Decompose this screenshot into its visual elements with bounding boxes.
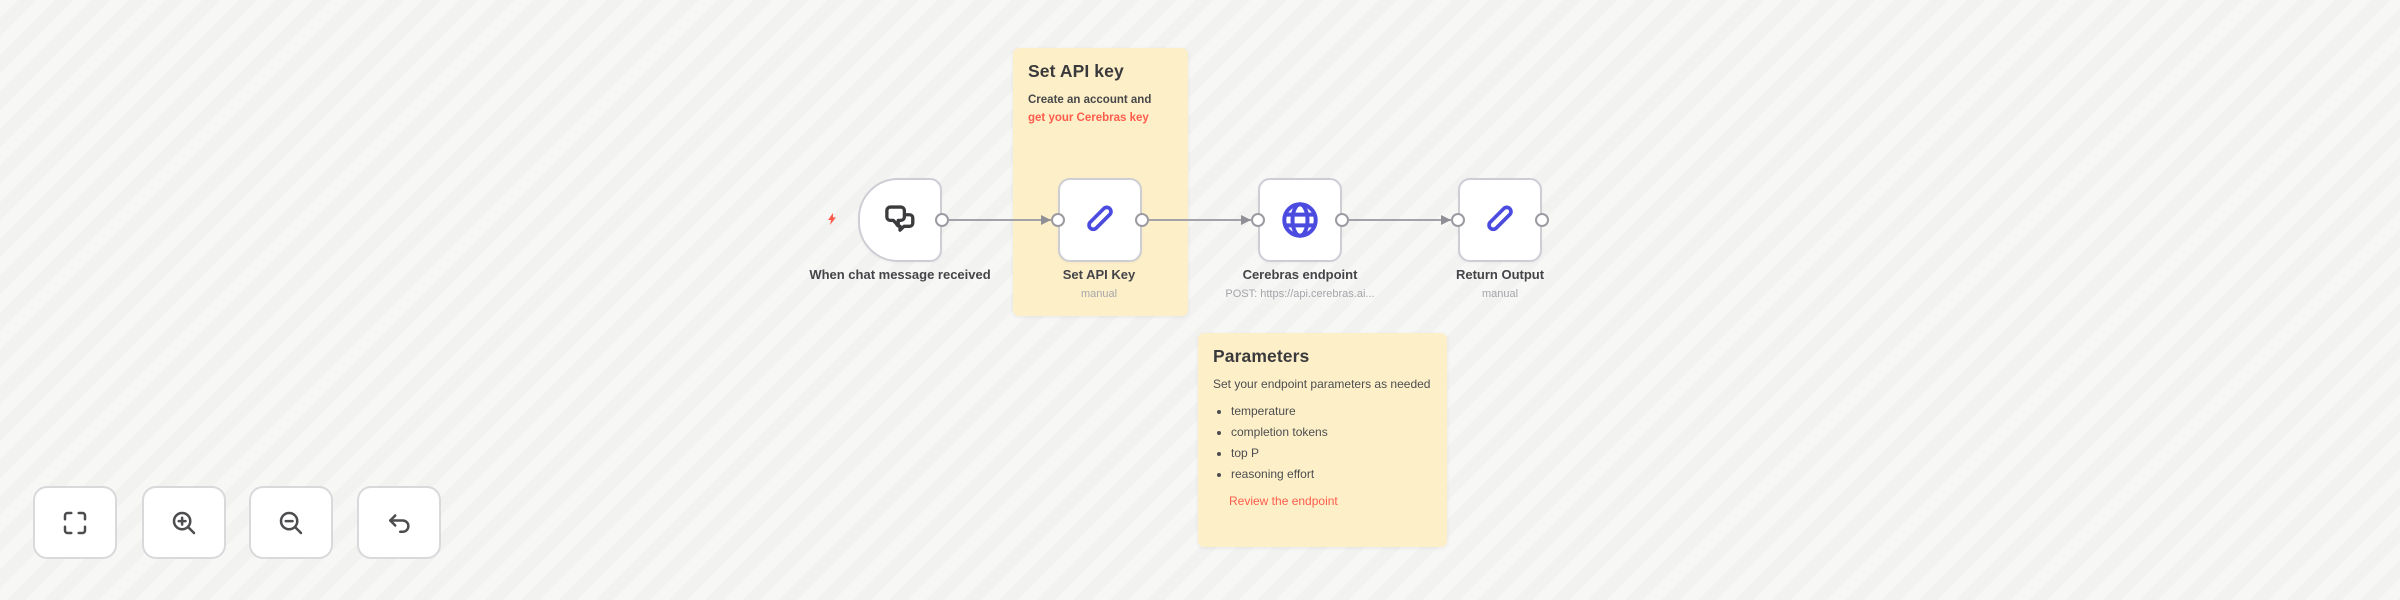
trigger-lightning-icon xyxy=(828,213,836,225)
node-sublabel: manual xyxy=(1080,287,1118,300)
sticky-note-set-api-key[interactable]: Set API key Create an account and get yo… xyxy=(1013,48,1188,316)
connection-endpoint-to-output[interactable] xyxy=(1342,219,1451,221)
list-item: temperature xyxy=(1231,404,1432,418)
node-label: Return Output xyxy=(1455,267,1545,282)
zoom-out-button[interactable] xyxy=(249,486,333,559)
node-sublabel: POST: https://api.cerebras.ai... xyxy=(1225,287,1375,300)
fit-view-button[interactable] xyxy=(33,486,117,559)
input-port[interactable] xyxy=(1251,213,1265,227)
sticky-title: Parameters xyxy=(1213,346,1310,366)
output-port[interactable] xyxy=(1535,213,1549,227)
node-set-api-key[interactable] xyxy=(1058,178,1142,262)
node-caption: When chat message received xyxy=(790,266,1010,285)
parameters-list: temperature completion tokens top P reas… xyxy=(1213,404,1432,481)
input-port[interactable] xyxy=(1451,213,1465,227)
node-caption: Set API Key manual xyxy=(989,266,1209,300)
zoom-in-icon xyxy=(172,511,196,534)
node-when-chat-message-received[interactable] xyxy=(858,178,942,262)
sticky-body: Create an account and get your Cerebras … xyxy=(1028,91,1173,128)
sticky-body-text: Create an account and xyxy=(1028,94,1152,106)
list-item: completion tokens xyxy=(1231,425,1432,439)
input-port[interactable] xyxy=(1051,213,1065,227)
globe-icon xyxy=(1282,202,1318,238)
node-cerebras-endpoint[interactable] xyxy=(1258,178,1342,262)
node-sublabel: manual xyxy=(1481,287,1519,300)
connection-chat-to-setkey[interactable] xyxy=(942,219,1051,221)
arrowhead-icon xyxy=(1241,215,1251,225)
arrowhead-icon xyxy=(1441,215,1451,225)
node-label: When chat message received xyxy=(809,267,991,282)
list-item: top P xyxy=(1231,446,1432,460)
node-return-output[interactable] xyxy=(1458,178,1542,262)
undo-icon xyxy=(389,513,410,533)
connection-setkey-to-endpoint[interactable] xyxy=(1142,219,1251,221)
zoom-out-icon xyxy=(279,511,303,534)
list-item: reasoning effort xyxy=(1231,467,1432,481)
sticky-body-text: Set your endpoint parameters as needed xyxy=(1213,377,1431,391)
node-label: Cerebras endpoint xyxy=(1242,267,1358,282)
pencil-icon xyxy=(1087,205,1113,232)
node-label: Set API Key xyxy=(1062,267,1136,282)
output-port[interactable] xyxy=(1135,213,1149,227)
pencil-icon xyxy=(1487,205,1513,232)
sticky-title: Set API key xyxy=(1028,61,1124,81)
arrowhead-icon xyxy=(1041,215,1051,225)
chat-icon xyxy=(885,205,915,232)
undo-button[interactable] xyxy=(357,486,441,559)
fit-view-icon xyxy=(63,511,87,534)
sticky-note-parameters[interactable]: Parameters Set your endpoint parameters … xyxy=(1198,333,1447,547)
zoom-in-button[interactable] xyxy=(142,486,226,559)
output-port[interactable] xyxy=(1335,213,1349,227)
node-caption: Cerebras endpoint POST: https://api.cere… xyxy=(1190,266,1410,300)
output-port[interactable] xyxy=(935,213,949,227)
node-caption: Return Output manual xyxy=(1390,266,1610,300)
cerebras-key-link[interactable]: get your Cerebras key xyxy=(1028,112,1149,125)
review-endpoint-link[interactable]: Review the endpoint xyxy=(1229,494,1338,509)
